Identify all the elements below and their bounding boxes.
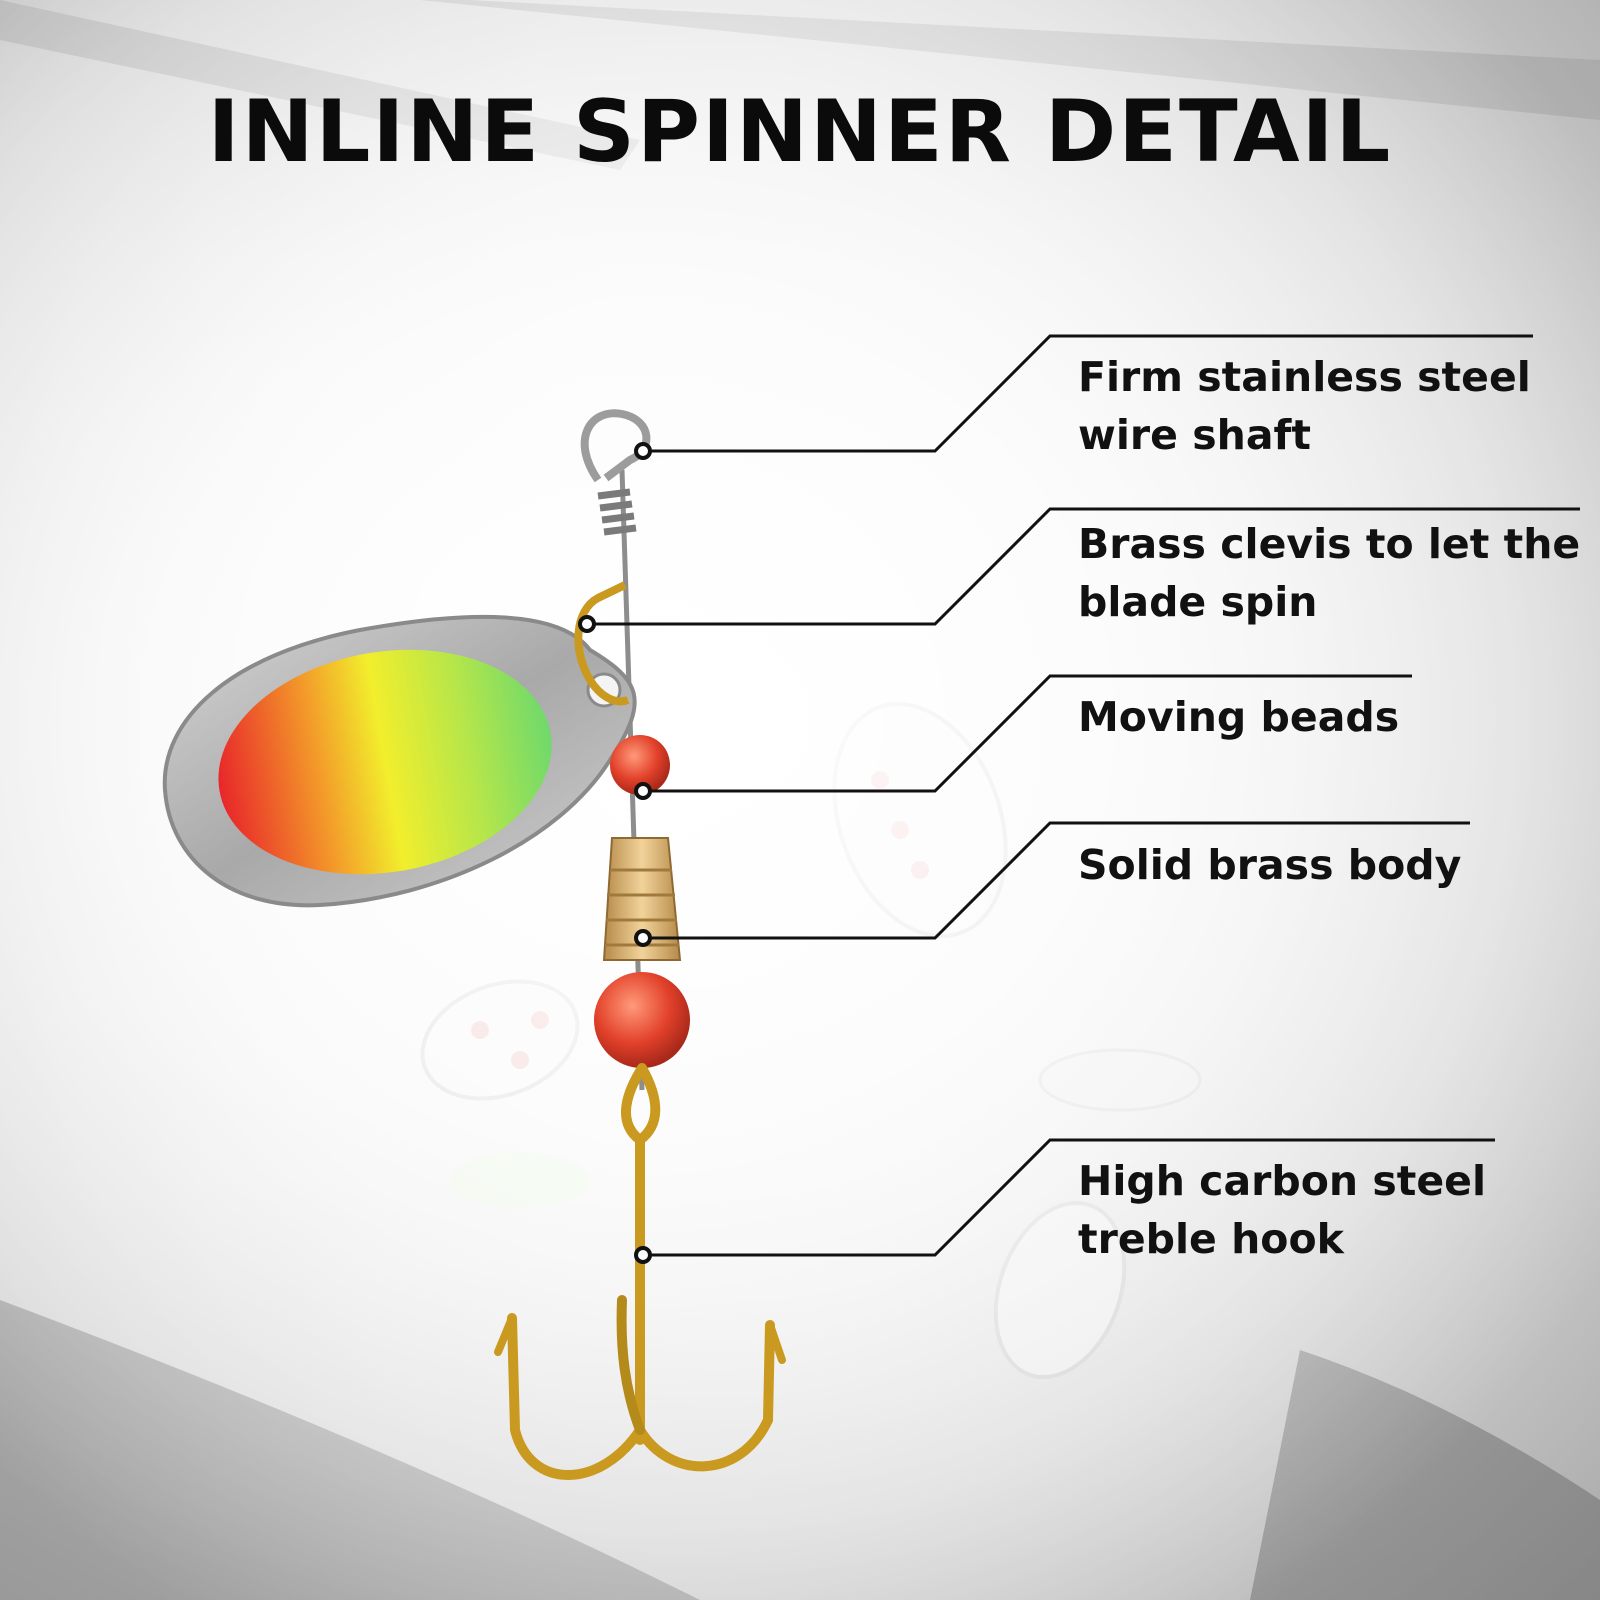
- leader-line-body: [643, 821, 1470, 940]
- callout-hook-line-1: High carbon steel: [1078, 1157, 1487, 1205]
- callout-shaft-line-1: Firm stainless steel: [1078, 353, 1531, 401]
- callout-clevis-line-2: blade spin: [1078, 578, 1318, 626]
- leader-line-clevis: [587, 507, 1580, 626]
- callout-shaft-line-2: wire shaft: [1078, 411, 1311, 459]
- callout-beads-line-1: Moving beads: [1078, 693, 1400, 741]
- callout-clevis-line-1: Brass clevis to let the: [1078, 520, 1581, 568]
- brass-clevis: [574, 581, 630, 706]
- treble-hook: [494, 1063, 786, 1480]
- spinner-blade: [162, 614, 637, 908]
- callout-beads: Moving beads: [1078, 688, 1399, 746]
- brass-body: [602, 837, 682, 961]
- leader-dot-icon: [634, 929, 652, 947]
- leader-dot-icon: [634, 442, 652, 460]
- wire-wrap: [597, 488, 637, 536]
- leader-dot-icon: [634, 782, 652, 800]
- lower-bead: [594, 972, 690, 1068]
- upper-bead: [610, 735, 670, 795]
- callout-hook-line-2: treble hook: [1078, 1215, 1344, 1263]
- leader-dot-icon: [578, 615, 596, 633]
- callout-body: Solid brass body: [1078, 836, 1461, 894]
- leader-dot-icon: [634, 1246, 652, 1264]
- leader-line-beads: [643, 674, 1412, 793]
- callout-body-line-1: Solid brass body: [1078, 841, 1462, 889]
- callout-shaft: Firm stainless steel wire shaft: [1078, 348, 1531, 464]
- leader-line-hook: [643, 1138, 1495, 1257]
- leader-line-shaft: [643, 334, 1533, 453]
- callout-clevis: Brass clevis to let the blade spin: [1078, 515, 1580, 631]
- callout-hook: High carbon steel treble hook: [1078, 1152, 1486, 1268]
- page-title: INLINE SPINNER DETAIL: [207, 82, 1393, 182]
